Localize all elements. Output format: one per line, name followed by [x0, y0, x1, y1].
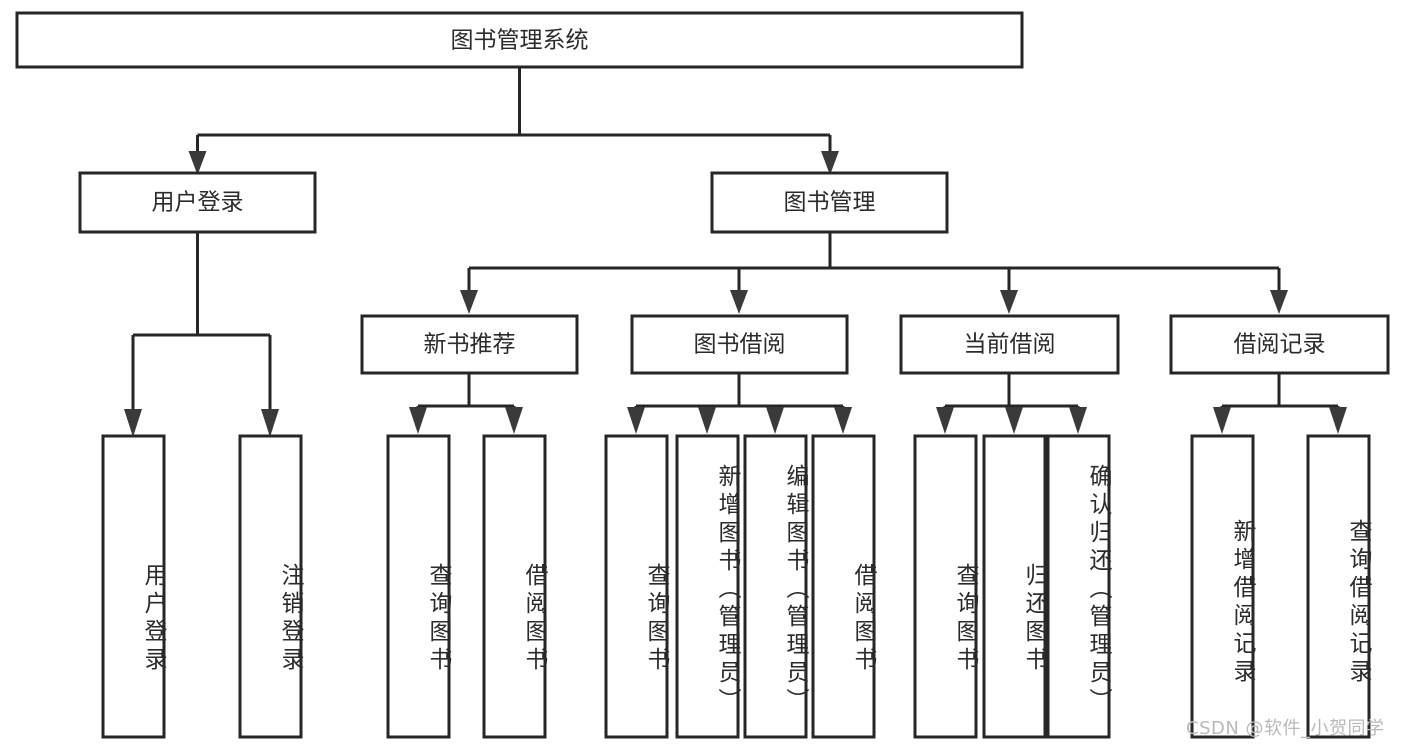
node-leaf-book-borrow-0[interactable] — [604, 434, 669, 739]
arrowhead-icon — [505, 407, 523, 434]
node-box[interactable] — [899, 314, 1120, 375]
node-label-user-login: 用户登录 — [152, 190, 244, 216]
arrowhead-icon — [627, 407, 645, 434]
node-leaf-book-borrow-2[interactable] — [743, 434, 808, 739]
arrowhead-icon — [730, 290, 748, 314]
node-leaf-new-book-0[interactable] — [386, 434, 451, 739]
arrowhead-icon — [936, 407, 954, 434]
node-box[interactable] — [78, 171, 317, 234]
node-borrow-record[interactable]: 借阅记录 — [1169, 314, 1390, 375]
arrowhead-icon — [409, 407, 427, 434]
node-new-book-recommend[interactable]: 新书推荐 — [360, 314, 579, 375]
arrowhead-icon — [124, 409, 142, 437]
arrowhead-icon — [1069, 407, 1087, 434]
node-book-borrow[interactable]: 图书借阅 — [630, 314, 849, 375]
arrowhead-icon — [1005, 407, 1023, 434]
node-box[interactable] — [1169, 314, 1390, 375]
arrowhead-icon — [1000, 290, 1018, 314]
node-leaf-borrow-record-1[interactable] — [1306, 434, 1371, 739]
arrowhead-icon — [188, 151, 207, 175]
node-leaf-current-borrow-0[interactable] — [913, 434, 978, 739]
node-label-borrow-record: 借阅记录 — [1234, 332, 1326, 358]
arrowhead-icon — [460, 290, 478, 314]
arrowhead-icon — [698, 407, 716, 434]
node-box[interactable] — [360, 314, 579, 375]
arrowhead-icon — [766, 407, 784, 434]
node-leaf-user-login-0[interactable] — [101, 434, 166, 739]
arrowhead-icon — [1329, 407, 1347, 434]
node-user-login[interactable]: 用户登录 — [78, 171, 317, 234]
node-current-borrow[interactable]: 当前借阅 — [899, 314, 1120, 375]
node-leaf-current-borrow-1[interactable] — [982, 434, 1047, 739]
node-leaf-user-login-1[interactable] — [238, 434, 303, 739]
arrowhead-icon — [821, 151, 839, 175]
arrowhead-icon — [1270, 290, 1288, 314]
arrowhead-layer — [124, 151, 1347, 437]
node-leaf-book-borrow-3[interactable] — [811, 434, 876, 739]
node-root-system[interactable]: 图书管理系统 — [15, 11, 1024, 69]
node-label-current-borrow: 当前借阅 — [964, 332, 1056, 358]
arrowhead-icon — [834, 407, 852, 434]
node-label-book-manage: 图书管理 — [784, 190, 876, 216]
node-book-manage[interactable]: 图书管理 — [710, 171, 949, 234]
node-leaf-current-borrow-2[interactable] — [1046, 434, 1111, 739]
node-leaf-borrow-record-0[interactable] — [1190, 434, 1255, 739]
node-box[interactable] — [710, 171, 949, 234]
node-label-book-borrow: 图书借阅 — [694, 332, 786, 358]
arrowhead-icon — [261, 409, 279, 437]
node-leaf-book-borrow-1[interactable] — [675, 434, 740, 739]
node-label-new-book-recommend: 新书推荐 — [424, 332, 516, 358]
node-box[interactable] — [630, 314, 849, 375]
node-layer: 图书管理系统 用户登录 图书管理 新书推荐 图书借阅 当前 — [15, 11, 1390, 739]
node-leaf-new-book-1[interactable] — [482, 434, 547, 739]
arrowhead-icon — [1213, 407, 1231, 434]
node-box[interactable] — [15, 11, 1024, 69]
node-label-root: 图书管理系统 — [451, 28, 589, 54]
